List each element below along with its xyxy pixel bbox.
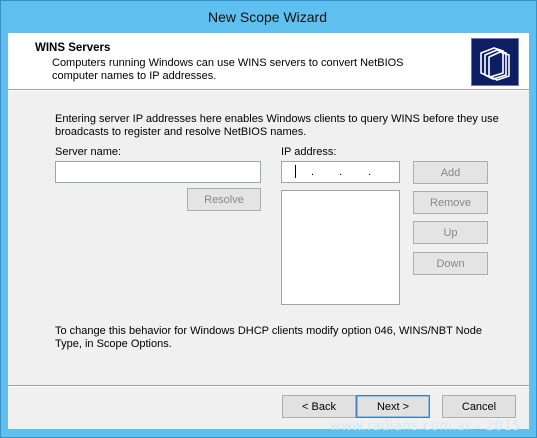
watermark-text: www.radians.com.ar - 2015 xyxy=(330,419,521,434)
text-caret xyxy=(295,165,296,178)
folders-icon xyxy=(471,38,519,86)
back-button[interactable]: < Back xyxy=(282,395,356,418)
resolve-button[interactable]: Resolve xyxy=(187,188,261,211)
cancel-button[interactable]: Cancel xyxy=(442,395,516,418)
title-bar[interactable]: New Scope Wizard xyxy=(1,1,536,33)
add-button[interactable]: Add xyxy=(413,161,488,184)
page-title: WINS Servers xyxy=(35,42,111,54)
wizard-client: WINS Servers Computers running Windows c… xyxy=(8,33,529,429)
ip-separator: . xyxy=(368,166,372,178)
wizard-header: WINS Servers Computers running Windows c… xyxy=(8,33,529,90)
next-button[interactable]: Next > xyxy=(356,395,430,418)
down-button[interactable]: Down xyxy=(413,252,488,275)
ip-address-input[interactable]: . . . xyxy=(281,161,400,183)
up-button[interactable]: Up xyxy=(413,221,488,244)
ip-separator: . xyxy=(339,166,343,178)
remove-button[interactable]: Remove xyxy=(413,191,488,214)
wizard-body: Entering server IP addresses here enable… xyxy=(8,91,529,429)
node-type-note: To change this behavior for Windows DHCP… xyxy=(55,325,482,350)
ip-address-label: IP address: xyxy=(281,146,337,158)
footer-divider xyxy=(8,385,529,387)
intro-text: Entering server IP addresses here enable… xyxy=(55,113,499,138)
server-name-label: Server name: xyxy=(55,146,122,158)
ip-address-list[interactable] xyxy=(281,190,400,305)
page-subtitle: Computers running Windows can use WINS s… xyxy=(52,57,404,82)
server-name-input[interactable] xyxy=(55,161,261,183)
window-title: New Scope Wizard xyxy=(207,9,328,25)
ip-separator: . xyxy=(311,166,315,178)
